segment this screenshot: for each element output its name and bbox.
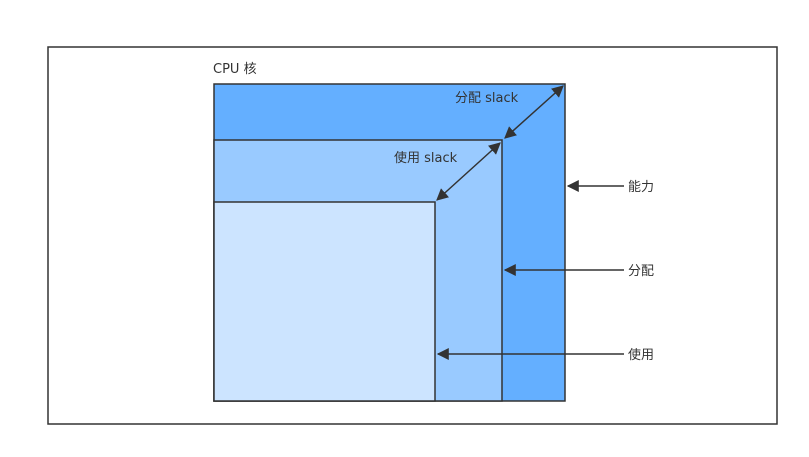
capacity-label: 能力: [628, 180, 654, 195]
allocation-label: 分配: [628, 264, 654, 279]
usage-box: [213, 201, 436, 402]
cpu-core-title: CPU 核: [213, 62, 257, 77]
usage-label: 使用: [628, 347, 654, 363]
allocation-slack-arrow: [504, 85, 564, 139]
usage-slack-label: 使用 slack: [394, 150, 458, 166]
outer-frame: [47, 46, 778, 425]
allocation-slack-label: 分配 slack: [455, 91, 519, 106]
usage-slack-arrow: [436, 142, 501, 201]
